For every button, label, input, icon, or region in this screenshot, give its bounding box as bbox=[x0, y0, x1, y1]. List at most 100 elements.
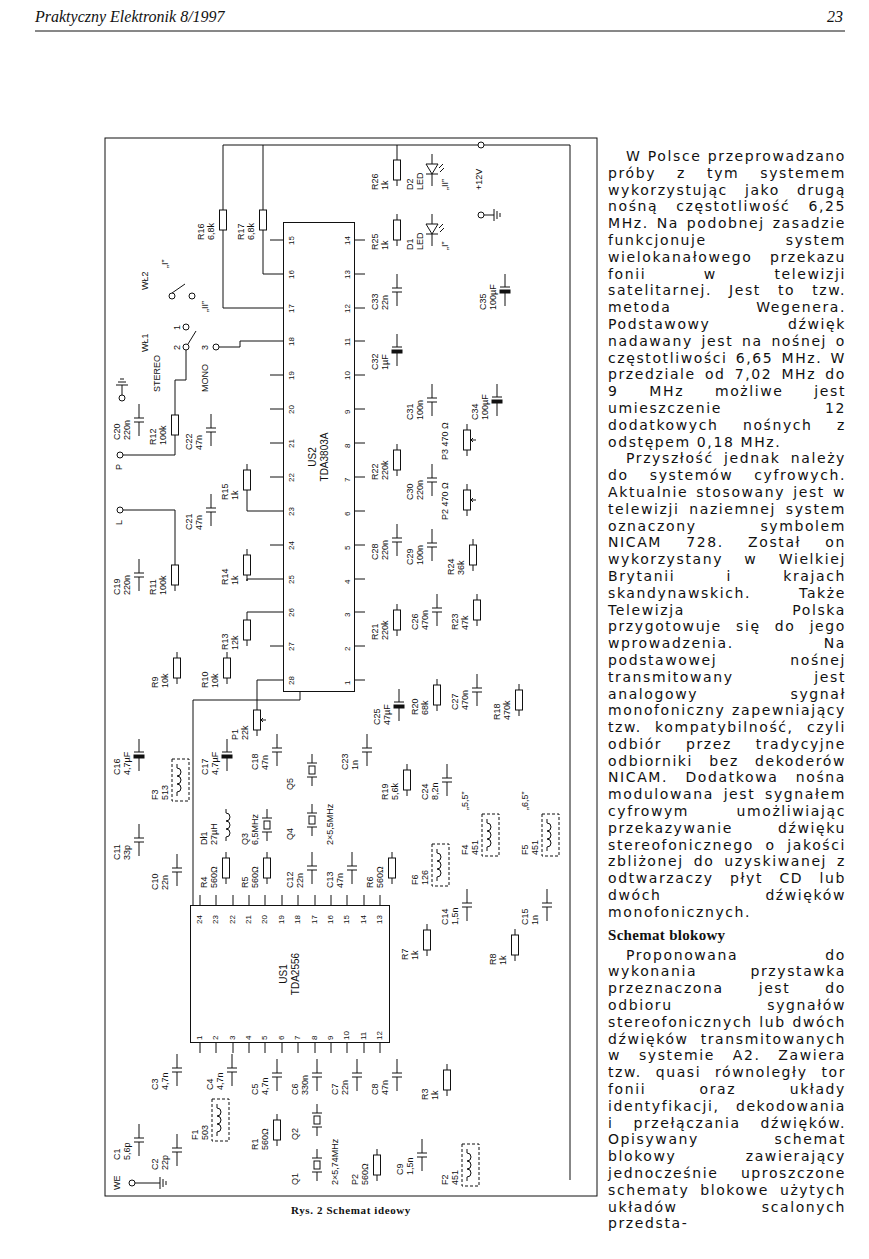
coil-shield bbox=[432, 844, 449, 886]
component-label: P1 22k bbox=[230, 725, 250, 740]
pin-number: 24 bbox=[287, 541, 297, 550]
coil-shield bbox=[462, 1144, 479, 1186]
component-label: C23 1n bbox=[340, 753, 360, 770]
resistor-symbol bbox=[434, 679, 441, 711]
capacitor-symbol bbox=[307, 852, 317, 884]
component-label: C24 8,2n bbox=[420, 782, 440, 800]
pin-number: 3 bbox=[343, 613, 353, 617]
component-label: R5 560Ω bbox=[240, 866, 260, 888]
component-label: C22 47n bbox=[184, 433, 204, 450]
pin-number: 22 bbox=[228, 915, 238, 924]
resistor-symbol bbox=[470, 539, 477, 571]
pin-number: 8 bbox=[310, 1036, 320, 1040]
resistor-symbol bbox=[394, 154, 401, 186]
component-label: P2 470 Ω bbox=[440, 482, 450, 520]
capacitor-symbol bbox=[134, 1124, 144, 1156]
capacitor-symbol bbox=[272, 1059, 282, 1091]
component-label: R15 1k bbox=[220, 483, 240, 500]
pin-number: 5 bbox=[343, 546, 353, 550]
component-label: Q1 bbox=[290, 1173, 300, 1185]
wire bbox=[123, 145, 570, 1183]
component-label: R12 100k bbox=[148, 425, 168, 445]
component-label: C29 100n bbox=[405, 545, 425, 565]
component-label: „6,5” bbox=[520, 791, 530, 810]
component-label: R11 100k bbox=[148, 575, 168, 595]
coil-symbol bbox=[547, 819, 551, 851]
component-label: C21 47n bbox=[184, 513, 204, 530]
page-header: Praktyczny Elektronik 8/1997 bbox=[35, 8, 225, 26]
component-label: R18 470k bbox=[492, 700, 512, 720]
page-number: 23 bbox=[827, 8, 843, 26]
component-label: P3 470 Ω bbox=[440, 422, 450, 460]
pin-number: 14 bbox=[359, 915, 369, 924]
component-label: „I” bbox=[160, 260, 170, 269]
component-label: R7 1k bbox=[400, 948, 420, 960]
pin-number: 18 bbox=[287, 337, 297, 346]
component-label: R22 220k bbox=[370, 460, 390, 480]
switch-contact bbox=[183, 344, 189, 350]
pin-number: 7 bbox=[293, 1036, 303, 1040]
ic-label: TDA3803A bbox=[319, 433, 331, 482]
component-label: C20 220n bbox=[112, 420, 132, 440]
crystal-symbol bbox=[307, 804, 317, 836]
pin-number: 10 bbox=[343, 371, 353, 380]
resistor-symbol bbox=[424, 924, 431, 956]
terminal bbox=[119, 395, 125, 401]
coil-symbol bbox=[177, 764, 181, 796]
component-label: Q3 6,5MHz bbox=[240, 814, 260, 845]
resistor-symbol bbox=[244, 464, 251, 496]
body-paragraph: Proponowana do wykonania przystawka prze… bbox=[608, 947, 846, 1233]
resistor-symbol bbox=[512, 929, 519, 961]
component-label: STEREO bbox=[152, 355, 162, 392]
switch-contact bbox=[189, 293, 195, 299]
component-label: C13 47n bbox=[325, 871, 345, 888]
ic-label: US1 bbox=[278, 953, 290, 995]
capacitor-symbol bbox=[392, 274, 402, 306]
component-label: Q5 bbox=[285, 778, 295, 790]
pin-number: 16 bbox=[326, 915, 336, 924]
pin-number: 10 bbox=[342, 1031, 352, 1040]
component-label: C33 22n bbox=[370, 293, 390, 310]
component-label: C30 220n bbox=[405, 480, 425, 500]
figure-frame bbox=[105, 138, 597, 1196]
pin-number: 17 bbox=[310, 915, 320, 924]
capacitor-symbol bbox=[427, 384, 437, 416]
capacitor-symbol bbox=[206, 414, 216, 446]
pin-number: 19 bbox=[287, 371, 297, 380]
component-label: R9 10k bbox=[150, 673, 170, 688]
terminal bbox=[478, 142, 484, 148]
component-label: R10 10k bbox=[200, 671, 220, 688]
capacitor-symbol bbox=[392, 524, 402, 556]
component-label: C5 4,7n bbox=[250, 1077, 270, 1095]
capacitor-symbol bbox=[432, 594, 442, 626]
switch-contact bbox=[169, 293, 175, 299]
component-label: C7 22n bbox=[330, 1080, 350, 1095]
capacitor-symbol bbox=[172, 1134, 182, 1166]
capacitor-symbol bbox=[392, 1059, 402, 1091]
coil-shield bbox=[212, 1099, 229, 1141]
component-label: F2 451 bbox=[440, 1170, 460, 1185]
component-label: R14 1k bbox=[220, 568, 240, 585]
resistor-symbol bbox=[172, 409, 179, 441]
component-label: R19 5,6k bbox=[380, 783, 400, 800]
pin-number: 1 bbox=[195, 1036, 205, 1040]
capacitor-symbol bbox=[172, 1054, 182, 1086]
pin-number: 4 bbox=[244, 1036, 254, 1040]
potentiometer-symbol bbox=[464, 484, 477, 516]
component-label: C32 1µF bbox=[370, 353, 390, 370]
component-label: C12 22n bbox=[285, 871, 305, 888]
component-label: 2×5,74MHz bbox=[330, 1139, 340, 1185]
component-label: R16 6,8k bbox=[196, 223, 216, 240]
component-label: WE bbox=[112, 1176, 122, 1191]
wire-connector bbox=[193, 692, 300, 905]
capacitor-symbol bbox=[206, 494, 216, 526]
capacitor-symbol bbox=[442, 764, 452, 796]
ic-label-group: US2TDA3803A bbox=[307, 433, 331, 482]
component-label: C9 1,5n bbox=[395, 1157, 415, 1175]
ic-box: US2TDA3803A bbox=[283, 222, 355, 692]
component-label: F3 513 bbox=[150, 785, 170, 800]
component-label: C1 5,6p bbox=[112, 1142, 132, 1160]
pin-number: 3 bbox=[228, 1036, 238, 1040]
component-label: F5 451 bbox=[520, 840, 540, 855]
